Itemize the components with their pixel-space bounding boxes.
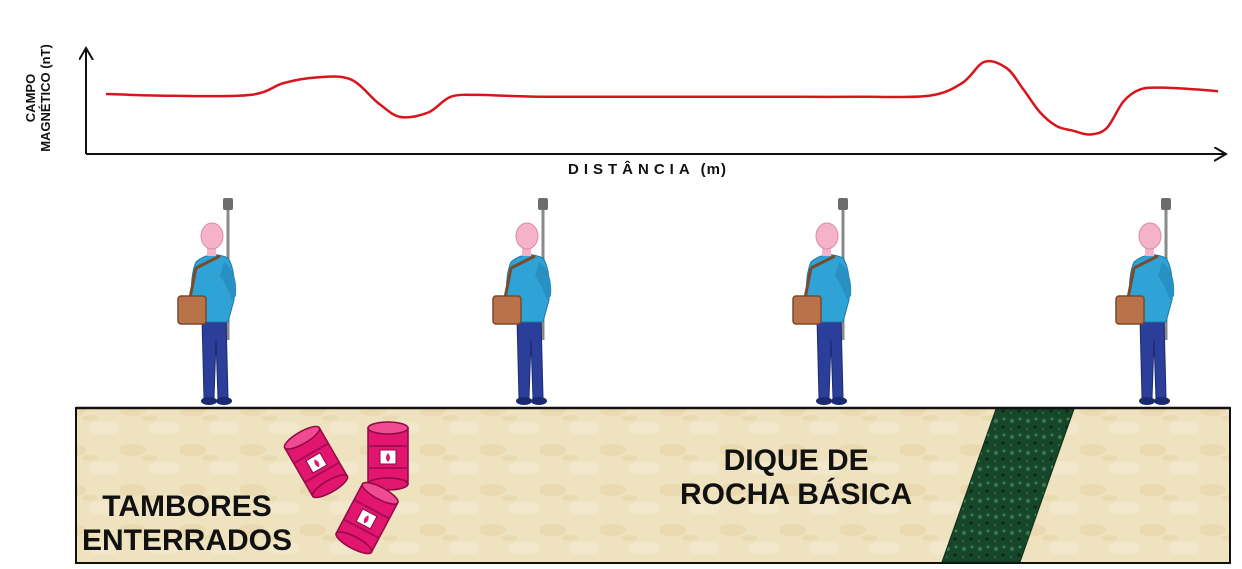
y-axis-label-line2: MAGNÉTICO (nT): [38, 44, 53, 152]
x-axis-label-text: DISTÂNCIA: [568, 161, 695, 178]
surveyors: [177, 198, 1175, 405]
buried-drum: [367, 421, 409, 491]
buried-drums: [283, 421, 409, 555]
x-axis-unit: (m): [700, 161, 727, 178]
buried-drum: [283, 425, 349, 499]
x-axis-label: DISTÂNCIA (m): [568, 161, 727, 178]
buried-drums-label-line2: ENTERRADOS: [82, 524, 293, 557]
surveyor-4: [1115, 198, 1175, 405]
surveyor-3: [792, 198, 852, 405]
dike-label: DIQUE DE ROCHA BÁSICA: [680, 444, 912, 512]
dike-label-line1: DIQUE DE: [723, 444, 869, 477]
y-axis-label-line1: CAMPO: [23, 73, 38, 123]
y-axis-label: CAMPO MAGNÉTICO (nT): [18, 18, 58, 178]
surveyor-2: [492, 198, 552, 405]
magnetic-field-curve: [105, 59, 1219, 136]
surveyor-1: [177, 198, 237, 405]
buried-drums-label: TAMBORES ENTERRADOS: [82, 490, 292, 558]
ground-section: [75, 406, 1231, 564]
magnetic-profile: [105, 59, 1219, 136]
buried-drums-label-line1: TAMBORES: [102, 490, 272, 523]
dike-label-line2: ROCHA BÁSICA: [680, 478, 913, 511]
buried-drum: [335, 481, 399, 555]
